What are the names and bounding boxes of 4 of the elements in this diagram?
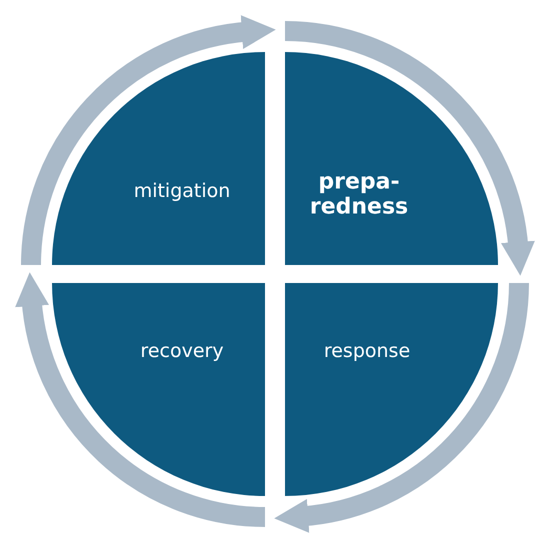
segment-label: recovery [139,341,225,363]
segment-label: mitigation [132,181,232,203]
segment-label: prepa- redness [308,170,410,220]
segment-label: response [322,341,412,363]
